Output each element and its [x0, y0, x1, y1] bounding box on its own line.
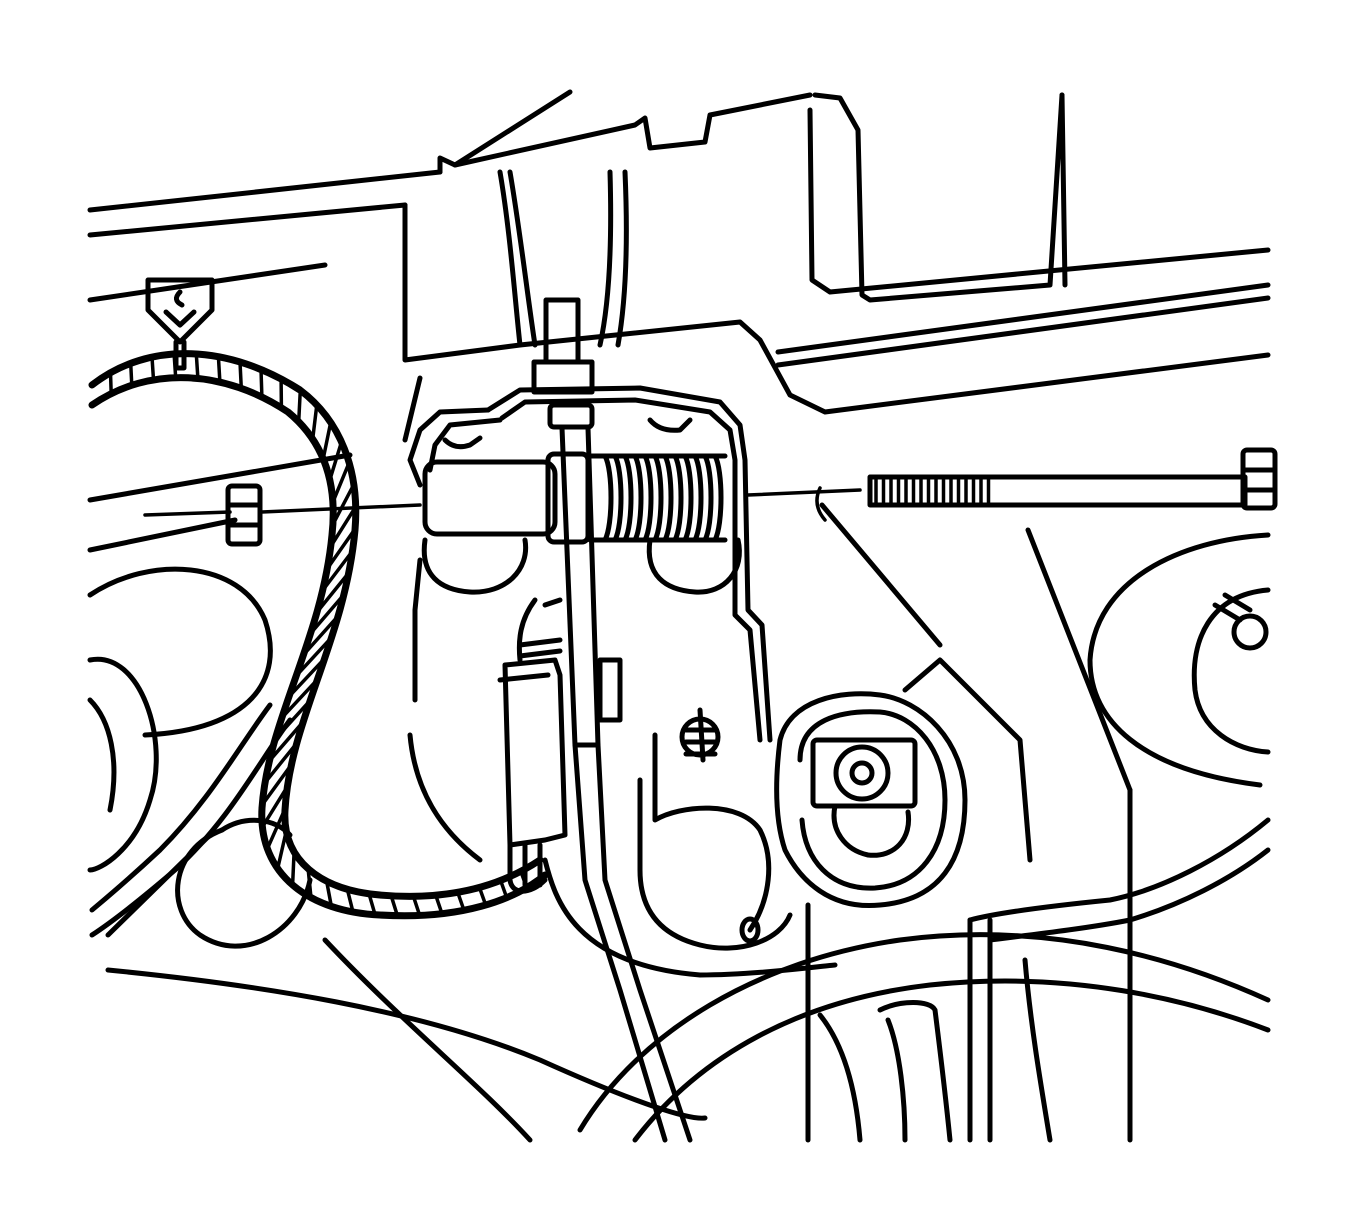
- stroke-mark: [320, 549, 355, 593]
- spring-coil: [632, 453, 644, 543]
- spring-coil: [652, 453, 664, 543]
- stroke-mark: [433, 893, 444, 916]
- right-round-component: [1087, 532, 1271, 1143]
- latch-bracket: [774, 502, 1133, 909]
- spring-coil: [672, 453, 684, 543]
- stroke-mark: [194, 352, 200, 381]
- stroke-mark: [294, 635, 334, 678]
- release-cable: [547, 402, 693, 1143]
- spring-coils: [602, 453, 724, 543]
- stroke-mark: [172, 352, 178, 380]
- body-panel: [87, 89, 1271, 553]
- bracket-assembly: [407, 169, 793, 951]
- stroke-mark: [331, 482, 356, 527]
- lower-panel: [105, 817, 1271, 1143]
- wiring-harness: [88, 350, 549, 938]
- spring-coil: [692, 453, 704, 543]
- stroke-mark: [325, 527, 357, 571]
- spring-coil: [612, 453, 624, 543]
- nut: [225, 483, 263, 547]
- stroke-mark: [367, 892, 377, 917]
- spring-coil: [602, 453, 614, 543]
- torsion-spring: [545, 451, 728, 545]
- stroke-mark: [260, 762, 294, 807]
- stroke-mark: [331, 460, 351, 504]
- stroke-mark: [265, 806, 287, 851]
- stroke-mark: [321, 420, 333, 461]
- harness-tape-wrap: [108, 352, 529, 918]
- bolt-threads: [874, 477, 991, 505]
- stroke-mark: [287, 656, 327, 699]
- stroke-mark: [498, 878, 509, 900]
- spring-coil: [712, 453, 724, 543]
- stroke-mark: [259, 367, 264, 399]
- stroke-mark: [296, 388, 303, 424]
- bolt: [867, 447, 1278, 511]
- spring-coil: [622, 453, 634, 543]
- stroke-mark: [477, 885, 488, 907]
- stroke-mark: [455, 890, 466, 913]
- stroke-mark: [324, 879, 334, 909]
- spring-coil: [662, 453, 674, 543]
- left-round-components: [87, 566, 313, 949]
- stroke-mark: [308, 592, 346, 636]
- stroke-mark: [328, 504, 358, 549]
- spring-coil: [682, 453, 694, 543]
- stroke-mark: [290, 849, 296, 887]
- stroke-mark: [315, 571, 351, 614]
- stroke-mark: [310, 403, 319, 441]
- stroke-mark: [411, 894, 422, 918]
- stroke-mark: [301, 614, 340, 657]
- stroke-mark: [128, 361, 134, 387]
- fastener-axis: [143, 486, 862, 522]
- spring-coil: [702, 453, 714, 543]
- stroke-mark: [150, 355, 156, 382]
- stroke-mark: [238, 360, 244, 391]
- stroke-mark: [267, 720, 305, 763]
- stroke-mark: [328, 440, 344, 482]
- stroke-mark: [275, 829, 289, 871]
- switch-connector: [497, 597, 568, 894]
- stroke-mark: [345, 887, 355, 914]
- stroke-mark: [216, 354, 222, 384]
- stroke-mark: [263, 741, 299, 785]
- stroke-mark: [279, 677, 320, 720]
- stroke-mark: [389, 894, 400, 918]
- stroke-mark: [108, 370, 113, 396]
- spring-coil: [642, 453, 654, 543]
